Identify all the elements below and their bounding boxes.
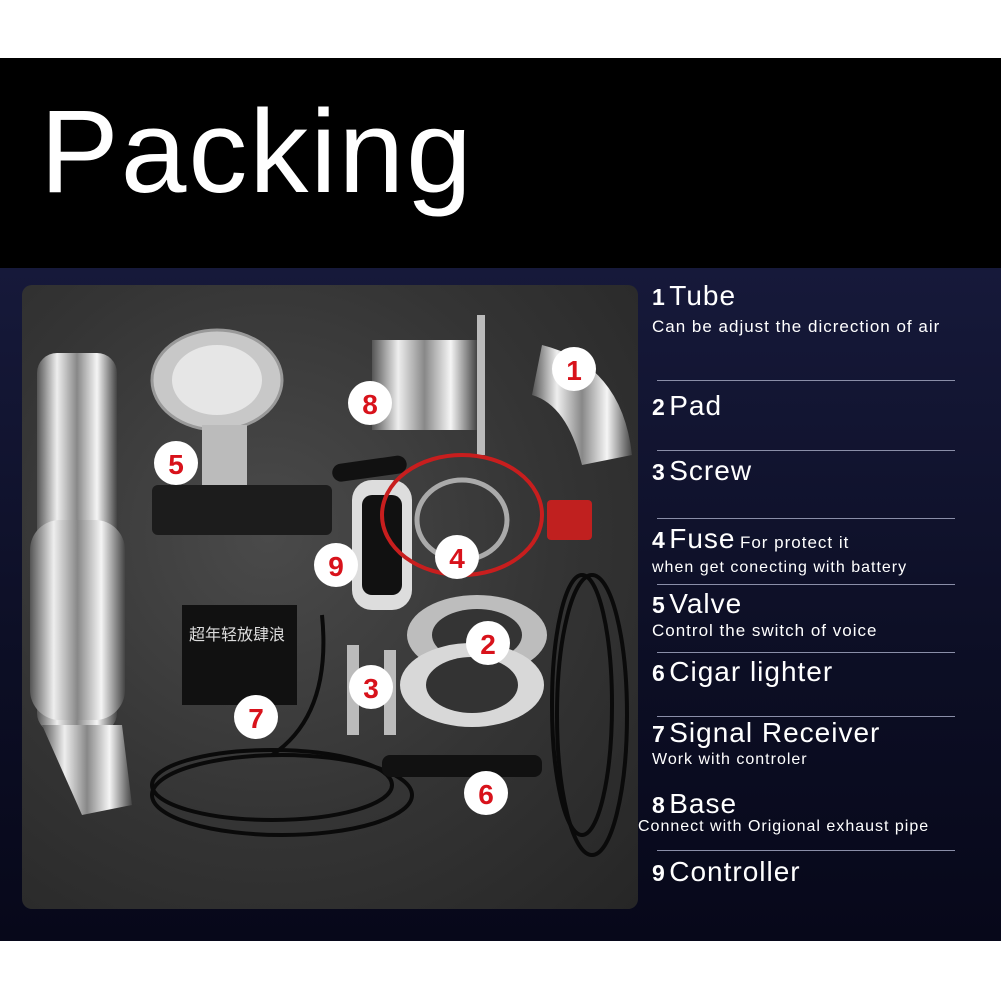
badge-8: 8 bbox=[348, 381, 392, 425]
badge-9: 9 bbox=[314, 543, 358, 587]
parts-item-name: Signal Receiver bbox=[669, 717, 881, 748]
badge-1: 1 bbox=[552, 347, 596, 391]
cables bbox=[150, 573, 629, 857]
cigar-lighter bbox=[382, 755, 542, 777]
divider bbox=[657, 380, 955, 381]
parts-item-number: 8 bbox=[652, 792, 665, 818]
parts-item-name: Valve bbox=[669, 588, 743, 619]
badge-4-label: 4 bbox=[449, 543, 465, 574]
parts-item-description: Work with controler bbox=[652, 751, 808, 768]
parts-item-name: Pad bbox=[669, 390, 723, 421]
divider bbox=[657, 518, 955, 519]
divider bbox=[657, 584, 955, 585]
badge-6: 6 bbox=[464, 771, 508, 815]
gaskets bbox=[400, 595, 547, 727]
parts-item-name: Controller bbox=[669, 856, 801, 887]
parts-item-6: 6 Cigar lighter bbox=[652, 656, 1001, 688]
title-banner bbox=[0, 58, 1001, 268]
badge-2: 2 bbox=[466, 621, 510, 665]
badge-7: 7 bbox=[234, 695, 278, 739]
parts-item-5: 5 Valve Control the switch of voice bbox=[652, 588, 1001, 645]
antenna bbox=[332, 455, 407, 482]
parts-item-number: 1 bbox=[652, 284, 665, 310]
badge-8-label: 8 bbox=[362, 389, 378, 420]
divider bbox=[657, 450, 955, 451]
parts-item-2: 2 Pad bbox=[652, 390, 1001, 422]
parts-item-description: Control the switch of voice bbox=[652, 621, 878, 640]
remote-controller bbox=[352, 480, 412, 610]
signal-receiver-box: 超年轻放肆浪 bbox=[182, 605, 297, 705]
parts-item-number: 5 bbox=[652, 592, 665, 618]
product-illustration: 超年轻放肆浪 1 8 5 9 4 2 3 7 bbox=[30, 315, 632, 857]
base-tube bbox=[372, 315, 485, 455]
parts-item-name: Cigar lighter bbox=[669, 656, 834, 687]
parts-item-number: 2 bbox=[652, 394, 665, 420]
divider bbox=[657, 716, 955, 717]
parts-item-description: when get conecting with battery bbox=[652, 559, 908, 576]
parts-item-name: Screw bbox=[669, 455, 753, 486]
badge-4: 4 bbox=[435, 535, 479, 579]
page-title: Packing bbox=[40, 86, 474, 218]
badge-2-label: 2 bbox=[480, 629, 496, 660]
parts-item-number: 9 bbox=[652, 860, 665, 886]
product-photo: 超年轻放肆浪 1 8 5 9 4 2 3 7 bbox=[22, 285, 638, 909]
parts-item-number: 6 bbox=[652, 660, 665, 686]
parts-item-description: Connect with Origional exhaust pipe bbox=[638, 818, 930, 835]
badge-9-label: 9 bbox=[328, 551, 344, 582]
parts-item-4: 4 Fuse For protect it when get conecting… bbox=[652, 523, 1001, 582]
parts-item-description-inline: For protect it bbox=[739, 533, 850, 552]
receiver-label: 超年轻放肆浪 bbox=[189, 625, 285, 644]
badge-1-label: 1 bbox=[566, 355, 582, 386]
badge-5: 5 bbox=[154, 441, 198, 485]
badge-5-label: 5 bbox=[168, 449, 184, 480]
parts-item-number: 3 bbox=[652, 459, 665, 485]
parts-item-number: 7 bbox=[652, 721, 665, 747]
fuse-wire bbox=[380, 453, 592, 577]
parts-item-name: Tube bbox=[669, 280, 737, 311]
parts-item-name: Fuse bbox=[669, 523, 736, 554]
exhaust-pipe bbox=[30, 353, 132, 815]
divider bbox=[657, 850, 955, 851]
parts-item-1: 1 Tube Can be adjust the dicrection of a… bbox=[652, 280, 1001, 341]
parts-item-7: 7 Signal Receiver Work with controler bbox=[652, 717, 1001, 774]
badge-6-label: 6 bbox=[478, 779, 494, 810]
divider bbox=[657, 652, 955, 653]
parts-item-number: 4 bbox=[652, 527, 665, 553]
valve-part bbox=[150, 328, 332, 535]
parts-item-8: 8 Base Connect with Origional exhaust pi… bbox=[638, 788, 1001, 841]
badge-3: 3 bbox=[349, 665, 393, 709]
badge-3-label: 3 bbox=[363, 673, 379, 704]
parts-item-3: 3 Screw bbox=[652, 455, 1001, 487]
badge-7-label: 7 bbox=[248, 703, 264, 734]
parts-item-9: 9 Controller bbox=[652, 856, 1001, 888]
parts-item-name: Base bbox=[669, 788, 738, 819]
parts-item-description: Can be adjust the dicrection of air bbox=[652, 317, 941, 336]
